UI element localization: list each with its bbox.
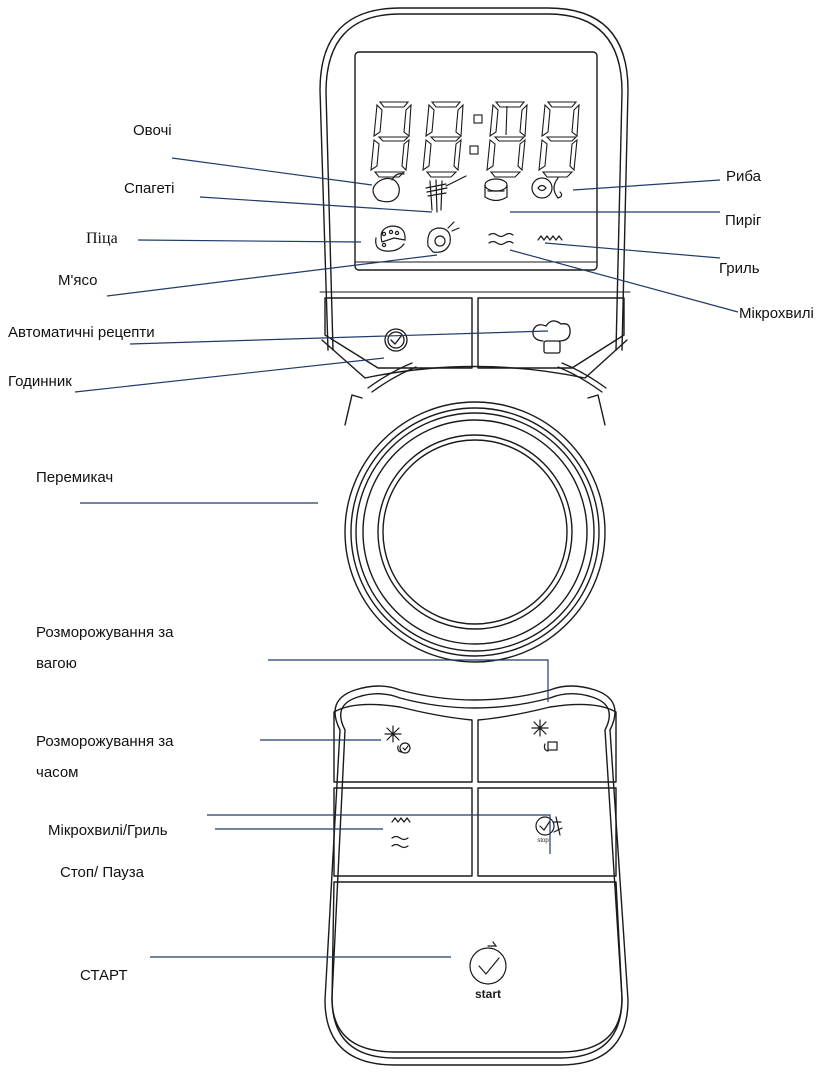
label-defrost-time-line1: Розморожування за: [36, 733, 174, 750]
dial-ring-inner[interactable]: [377, 434, 573, 630]
label-pizza: Піца: [86, 230, 118, 247]
label-stop-pause: Стоп/ Пауза: [60, 864, 145, 881]
defrost-weight-icon: [531, 719, 558, 752]
panel-housing-outer: [319, 7, 629, 351]
defrost-weight-button[interactable]: [477, 703, 617, 783]
pizza-icon: [375, 225, 406, 252]
micro-grill-grill-icon: [391, 817, 411, 823]
label-micro-grill: Мікрохвилі/Гриль: [48, 822, 168, 839]
micro-grill-button[interactable]: [333, 787, 473, 877]
defrost-time-icon: [384, 725, 411, 754]
stop-icon: [535, 816, 563, 836]
label-fish: Риба: [726, 168, 761, 185]
leader-spaghetti: [199, 196, 433, 213]
leader-meat: [106, 254, 438, 297]
micro-grill-microwave-icon: [391, 835, 409, 849]
auto-recipes-button[interactable]: [477, 297, 625, 369]
label-vegetables: Овочі: [133, 122, 172, 139]
leader-pizza: [137, 239, 362, 243]
dial-detent-left: [367, 362, 417, 393]
leader-auto-recipes: [129, 330, 549, 345]
stop-icon-text: stop: [537, 838, 549, 844]
dial-detent-right: [557, 362, 607, 393]
label-start: СТАРТ: [80, 967, 128, 984]
seven-segment-digits: [370, 101, 580, 178]
leader-fish: [572, 179, 721, 191]
leader-microwave: [509, 249, 739, 313]
label-dial: Перемикач: [36, 469, 114, 486]
cake-icon: [484, 178, 508, 202]
dial-ring-outer[interactable]: [344, 401, 606, 663]
lcd-display: [354, 51, 598, 271]
start-button[interactable]: [331, 881, 623, 1053]
grill-icon: [537, 235, 563, 241]
leader-grill: [544, 242, 721, 259]
label-grill: Гриль: [719, 260, 760, 277]
start-icon: [469, 941, 507, 985]
leader-stop-pause: [207, 814, 551, 854]
defrost-time-button[interactable]: [333, 703, 473, 783]
label-auto-recipes: Автоматичні рецепти: [8, 324, 155, 341]
spaghetti-icon: [425, 175, 467, 213]
label-spaghetti: Спагеті: [124, 180, 175, 197]
lower-housing: [324, 685, 629, 1066]
leader-defrost-weight: [268, 659, 549, 702]
clock-icon: [384, 328, 408, 352]
label-microwave: Мікрохвилі: [739, 305, 814, 322]
fish-icon: [531, 177, 563, 199]
label-cake: Пиріг: [725, 212, 762, 229]
label-clock: Годинник: [8, 373, 72, 390]
label-defrost-weight-line1: Розморожування за: [36, 624, 174, 641]
microwave-icon: [488, 232, 514, 246]
leader-vegetables: [171, 157, 373, 186]
chef-hat-icon: [532, 320, 571, 354]
vegetable-icon: [372, 173, 405, 203]
label-meat: М'ясо: [58, 272, 98, 289]
stop-pause-button[interactable]: [477, 787, 617, 877]
label-defrost-time-line2: часом: [36, 764, 79, 781]
leader-clock: [74, 357, 385, 393]
label-defrost-weight-line2: вагою: [36, 655, 77, 672]
meat-icon: [427, 221, 460, 253]
start-icon-text: start: [475, 987, 501, 1001]
clock-button[interactable]: [324, 297, 473, 369]
panel-housing-inner: [325, 13, 623, 351]
leader-lines: [74, 157, 739, 958]
